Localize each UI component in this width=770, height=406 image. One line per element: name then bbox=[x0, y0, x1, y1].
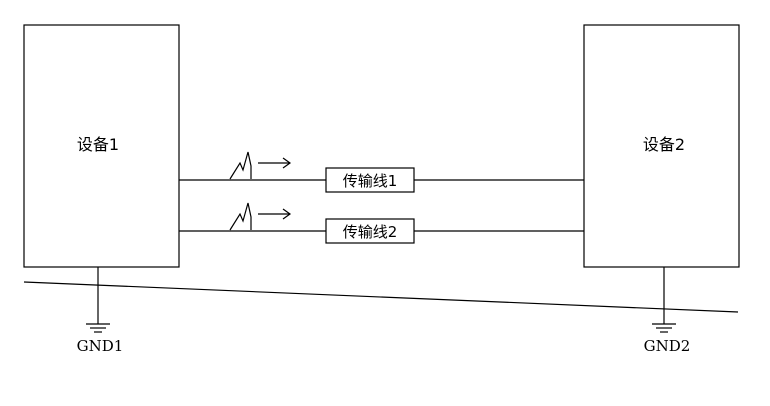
interference-symbol-2 bbox=[229, 202, 292, 231]
ground-1-label: GND1 bbox=[77, 337, 124, 355]
arrow-head-icon bbox=[282, 157, 292, 169]
ground-2-label: GND2 bbox=[644, 337, 691, 355]
ground-1: GND1 bbox=[77, 267, 124, 355]
interference-symbol-1 bbox=[229, 151, 292, 180]
arrow-head-icon bbox=[282, 208, 292, 220]
device-2: 设备2 bbox=[583, 24, 740, 268]
lightning-icon bbox=[229, 202, 252, 231]
line-2-box bbox=[325, 218, 415, 244]
lightning-icon bbox=[229, 151, 252, 180]
transmission-line-1: 传输线1 bbox=[179, 167, 584, 193]
line-1-box bbox=[325, 167, 415, 193]
ground-2: GND2 bbox=[644, 267, 691, 355]
line-1-label: 传输线1 bbox=[343, 172, 398, 190]
ground-icon bbox=[652, 323, 676, 333]
device-1-box bbox=[23, 24, 180, 268]
device-2-box bbox=[583, 24, 740, 268]
ground-plane-line bbox=[23, 281, 739, 313]
transmission-line-2: 传输线2 bbox=[179, 218, 584, 244]
line-2-label: 传输线2 bbox=[343, 223, 398, 241]
ground-icon bbox=[86, 323, 110, 333]
device-1: 设备1 bbox=[23, 24, 180, 268]
device-2-label: 设备2 bbox=[643, 135, 685, 154]
device-1-label: 设备1 bbox=[77, 135, 119, 154]
